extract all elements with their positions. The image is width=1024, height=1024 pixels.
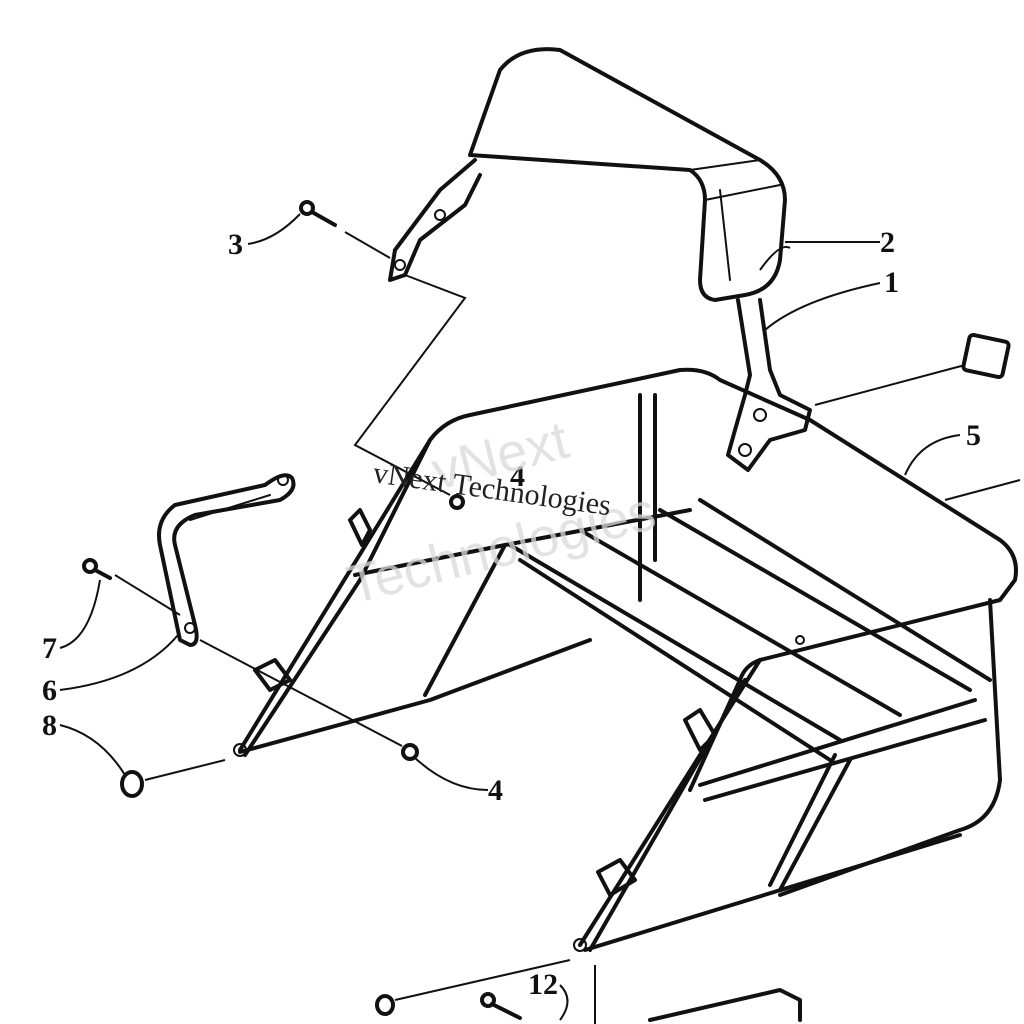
callout-3: 3 [228,228,243,261]
rack-frame [233,367,1018,952]
nut-part-4-upper [449,494,465,510]
grab-handle [157,473,296,647]
bottom-fastener [375,988,802,1022]
bolt-part-7 [82,558,112,580]
bolt-part-3 [299,200,337,227]
bracket-plate-right [961,332,1011,380]
callout-7: 7 [42,632,57,665]
callout-4-lower: 4 [488,774,503,807]
cap-part-8 [120,770,144,798]
callout-2: 2 [880,226,895,259]
callout-5: 5 [966,419,981,452]
backrest-pad [468,47,787,302]
callout-6: 6 [42,674,57,707]
callout-1: 1 [884,266,899,299]
nut-part-4-lower [401,743,419,761]
backrest-left-bracket [388,158,482,282]
callout-4-upper: 4 [510,460,525,493]
leader-lines [59,213,1021,1024]
callout-12: 12 [528,968,558,1001]
callout-8: 8 [42,709,57,742]
